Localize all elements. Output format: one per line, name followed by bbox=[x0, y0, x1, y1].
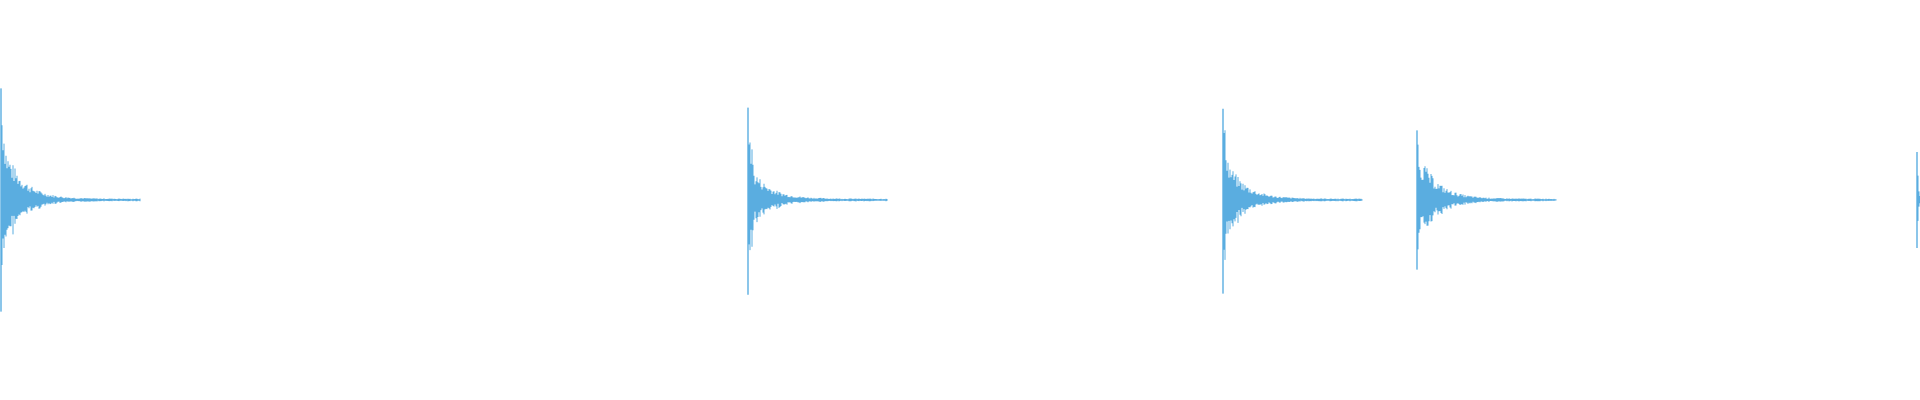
waveform-peaks bbox=[0, 88, 1920, 312]
transient-decay bbox=[1, 125, 141, 265]
transient-decay bbox=[1917, 175, 1920, 221]
transient-decay bbox=[748, 142, 888, 251]
waveform-transient-1 bbox=[0, 88, 141, 312]
waveform-transient-2 bbox=[747, 107, 888, 295]
waveform-transient-3 bbox=[1222, 108, 1363, 294]
waveform-transient-5 bbox=[1916, 152, 1920, 248]
transient-decay bbox=[1223, 130, 1363, 260]
transient-decay bbox=[1417, 144, 1557, 250]
waveform-transient-4 bbox=[1416, 130, 1557, 270]
